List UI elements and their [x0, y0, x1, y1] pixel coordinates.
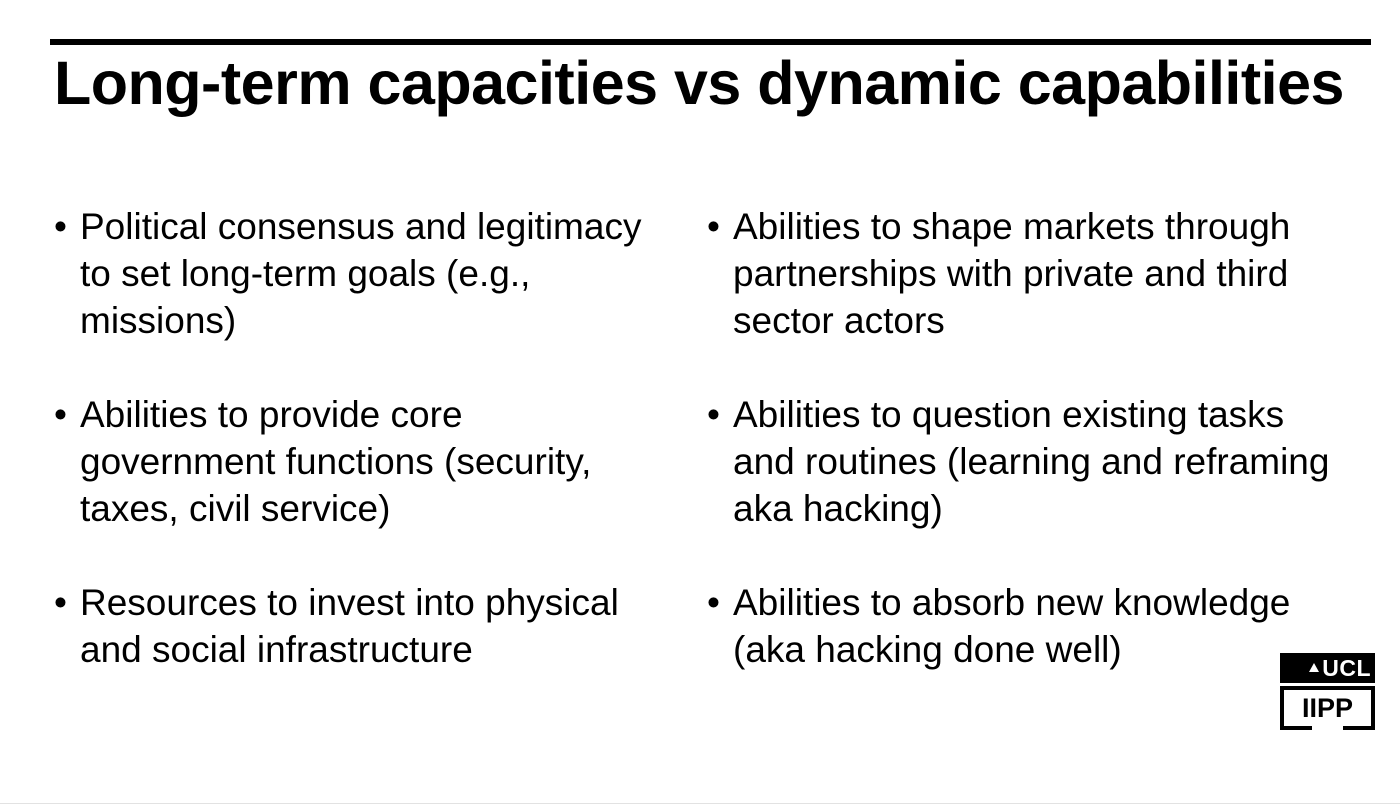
list-item-text: Resources to invest into physical and so… — [80, 582, 619, 670]
column-dynamic-capabilities: • Abilities to shape markets through par… — [660, 203, 1360, 673]
bullet-dot-icon: • — [54, 206, 67, 247]
list-item-text: Abilities to provide core government fun… — [80, 394, 592, 529]
bullet-list-left: • Political consensus and legitimacy to … — [52, 203, 650, 673]
ucl-logo-block: UCL — [1280, 653, 1375, 683]
bullet-dot-icon: • — [54, 394, 67, 435]
list-item-text: Abilities to question existing tasks and… — [733, 394, 1330, 529]
bullet-dot-icon: • — [54, 582, 67, 623]
bullet-dot-icon: • — [707, 206, 720, 247]
bullet-list-right: • Abilities to shape markets through par… — [705, 203, 1330, 673]
column-long-term-capacities: • Political consensus and legitimacy to … — [0, 203, 660, 673]
list-item: • Resources to invest into physical and … — [52, 579, 650, 673]
page-title: Long-term capacities vs dynamic capabili… — [54, 49, 1344, 117]
bullet-dot-icon: • — [707, 582, 720, 623]
list-item-text: Abilities to absorb new knowledge (aka h… — [733, 582, 1291, 670]
iipp-logo-text: IIPP — [1301, 692, 1354, 723]
list-item: • Abilities to shape markets through par… — [705, 203, 1330, 344]
bullet-columns: • Political consensus and legitimacy to … — [0, 203, 1400, 673]
ucl-logo-text: UCL — [1322, 654, 1371, 681]
ucl-iipp-logo: UCL IIPP — [1280, 653, 1375, 730]
list-item-text: Political consensus and legitimacy to se… — [80, 206, 642, 341]
list-item: • Political consensus and legitimacy to … — [52, 203, 650, 344]
iipp-logo-block: IIPP — [1280, 686, 1375, 730]
title-divider-rule — [50, 39, 1371, 45]
list-item-text: Abilities to shape markets through partn… — [733, 206, 1291, 341]
bullet-dot-icon: • — [707, 394, 720, 435]
list-item: • Abilities to provide core government f… — [52, 391, 650, 532]
list-item: • Abilities to absorb new knowledge (aka… — [705, 579, 1330, 673]
list-item: • Abilities to question existing tasks a… — [705, 391, 1330, 532]
ucl-triangle-icon — [1309, 662, 1320, 672]
